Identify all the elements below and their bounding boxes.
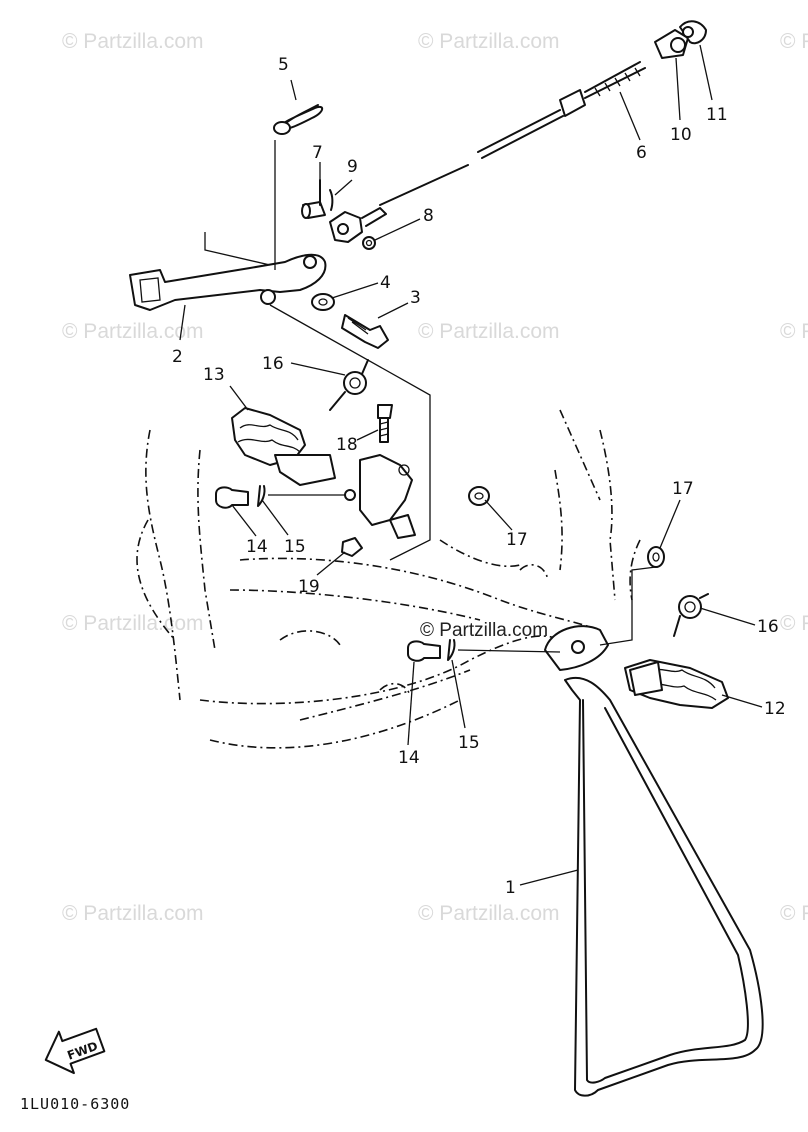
washer <box>311 293 335 311</box>
brake-rod <box>329 61 646 243</box>
leader-lines <box>179 44 763 886</box>
washer-17-right <box>647 546 665 568</box>
footrest-spring-right <box>673 593 709 637</box>
watermark: © Partzilla.com <box>418 30 560 53</box>
callout-18: 18 <box>336 435 358 455</box>
clevis-pin <box>301 179 326 219</box>
watermark: © Partzilla.com <box>418 902 560 925</box>
diagram-code: 1LU010-6300 <box>20 1095 130 1113</box>
callout-13: 13 <box>203 365 225 385</box>
watermark: © Partzilla.com <box>780 320 808 343</box>
callout-15-right: 15 <box>458 733 480 753</box>
callout-16-left: 16 <box>262 354 284 374</box>
callout-6: 6 <box>636 143 647 163</box>
callout-17-left: 17 <box>506 530 528 550</box>
watermark: © Partzilla.com <box>418 320 560 343</box>
frame-outline <box>136 409 641 749</box>
watermark: © Partzilla.com <box>62 30 204 53</box>
joint-pin <box>679 20 707 45</box>
side-stand <box>544 625 764 1097</box>
center-watermark: © Partzilla.com <box>420 620 548 641</box>
watermark: © Partzilla.com <box>62 902 204 925</box>
callout-4: 4 <box>380 273 391 293</box>
nut-19 <box>341 537 363 557</box>
return-spring <box>273 104 324 270</box>
footrest-right <box>624 659 729 709</box>
callout-14-left: 14 <box>246 537 268 557</box>
callout-labels: 5 7 9 8 4 3 2 6 10 11 16 13 18 17 17 16 … <box>172 55 786 898</box>
footrest-spring-left <box>329 359 369 411</box>
callout-16-right: 16 <box>757 617 779 637</box>
callout-1: 1 <box>505 878 516 898</box>
watermark: © Partzilla.com <box>780 30 808 53</box>
callout-17-right: 17 <box>672 479 694 499</box>
watermark: © Partzilla.com <box>780 902 808 925</box>
footrest-pin-right <box>407 640 441 662</box>
callout-12: 12 <box>764 699 786 719</box>
callout-7: 7 <box>312 143 323 163</box>
watermarks: © Partzilla.com © Partzilla.com © Partzi… <box>62 30 808 925</box>
callout-10: 10 <box>670 125 692 145</box>
callout-5: 5 <box>278 55 289 75</box>
cotter-pin <box>329 189 334 211</box>
pivot-bolt <box>341 314 389 349</box>
watermark: © Partzilla.com <box>780 612 808 635</box>
callout-15-left: 15 <box>284 537 306 557</box>
watermark: © Partzilla.com <box>62 612 204 635</box>
footrest-bracket <box>359 454 416 539</box>
callout-3: 3 <box>410 288 421 308</box>
callout-9: 9 <box>347 157 358 177</box>
cotter-pin-15-right <box>447 639 456 661</box>
watermark: © Partzilla.com <box>62 320 204 343</box>
nut <box>362 236 376 250</box>
mount-bolt <box>377 404 393 443</box>
callout-14-right: 14 <box>398 748 420 768</box>
cotter-pin-15-left <box>257 485 266 507</box>
callout-2: 2 <box>172 347 183 367</box>
callout-8: 8 <box>423 206 434 226</box>
brake-pedal <box>129 232 431 561</box>
washer-17-left <box>468 486 490 506</box>
callout-11: 11 <box>706 105 728 125</box>
callout-19: 19 <box>298 577 320 597</box>
rod-joint <box>654 29 689 59</box>
footrest-pin-left <box>215 486 249 509</box>
footrest-left <box>231 407 336 486</box>
fwd-arrow-icon: FWD <box>44 1027 106 1075</box>
